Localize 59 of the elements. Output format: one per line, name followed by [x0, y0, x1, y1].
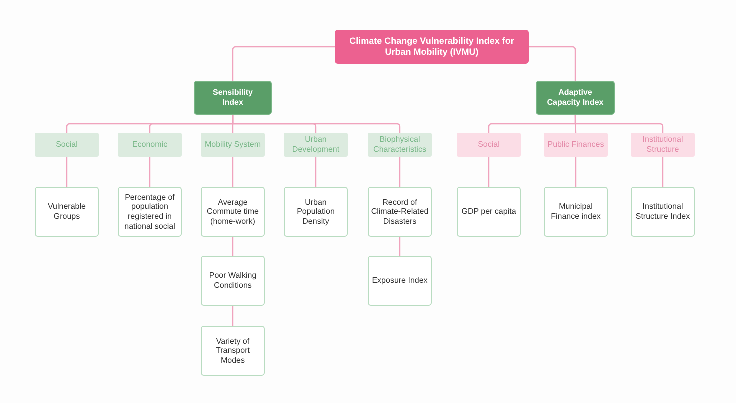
connector-line — [574, 115, 664, 133]
node-label: Vulnerable Groups — [47, 202, 87, 222]
node-label: Municipal Finance index — [550, 202, 602, 222]
node-label: Social — [56, 140, 78, 150]
node-label: GDP per capita — [462, 207, 516, 217]
node-label: Urban Development — [291, 135, 341, 155]
connector-line — [232, 306, 234, 326]
connector-line — [232, 46, 335, 81]
index-box — [194, 81, 272, 115]
node-label: Institutional Structure — [642, 135, 684, 155]
indicator-box — [544, 187, 608, 237]
node-label: Urban Population Density — [296, 198, 336, 226]
root-box — [335, 30, 529, 64]
category-box — [284, 133, 348, 157]
indicator-box — [368, 256, 432, 306]
connector-line — [399, 237, 401, 256]
connector-line — [575, 157, 577, 187]
node-label: Social — [478, 140, 500, 150]
category-box — [544, 133, 608, 157]
category-box — [201, 133, 265, 157]
node-label: Variety of Transport Modes — [215, 336, 251, 366]
connector-line — [488, 157, 490, 187]
indicator-box — [457, 187, 521, 237]
category-box — [368, 133, 432, 157]
category-box — [35, 133, 99, 157]
node-label: Climate Change Vulnerability Index for Urban Mobility (IVMU) — [348, 36, 516, 58]
indicator-box — [284, 187, 348, 237]
node-label: Public Finances — [548, 140, 604, 150]
connector-line — [399, 157, 401, 187]
node-label: Biophysical Characteristics — [372, 135, 428, 155]
node-label: Percentage of population registered in national social — [124, 192, 176, 232]
indicator-box — [201, 187, 265, 237]
category-box — [118, 133, 182, 157]
indicator-box — [118, 187, 182, 237]
node-label: Exposure Index — [372, 276, 428, 286]
node-label: Record of Climate-Related Disasters — [371, 198, 429, 226]
indicator-box — [201, 326, 265, 376]
node-label: Average Commute time (home-work) — [206, 198, 260, 226]
category-box — [631, 133, 695, 157]
connector-line — [149, 157, 151, 187]
connector-line — [232, 115, 401, 133]
connector-line — [529, 46, 576, 81]
node-label: Economic — [132, 140, 168, 150]
node-label: Adaptive Capacity Index — [546, 88, 605, 108]
node-label: Poor Walking Conditions — [208, 271, 258, 291]
connector-line — [315, 157, 317, 187]
connector-line — [662, 157, 664, 187]
node-label: Sensibility Index — [212, 88, 254, 108]
node-label: Institutional Structure Index — [634, 202, 692, 222]
connector-line — [232, 157, 234, 187]
connector-line — [232, 237, 234, 256]
connector-line — [66, 157, 68, 187]
index-box — [536, 81, 615, 115]
indicator-box — [35, 187, 99, 237]
indicator-box — [631, 187, 695, 237]
node-label: Mobility System — [204, 140, 261, 150]
indicator-box — [368, 187, 432, 237]
category-box — [457, 133, 521, 157]
indicator-box — [201, 256, 265, 306]
